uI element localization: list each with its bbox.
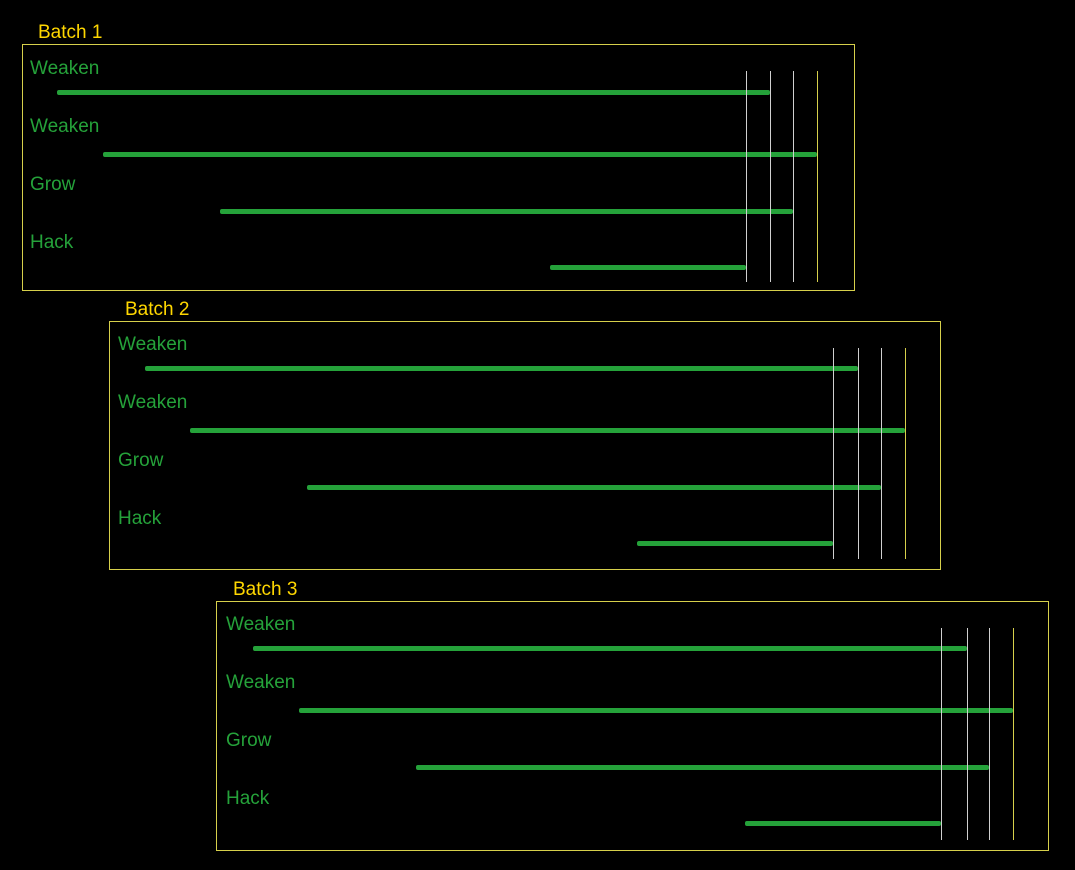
finish-time-line xyxy=(858,348,859,559)
task-bar-weaken xyxy=(190,428,905,433)
task-bar-hack xyxy=(637,541,833,546)
task-label-grow: Grow xyxy=(30,174,76,195)
task-label-weaken: Weaken xyxy=(30,58,100,79)
task-bar-weaken xyxy=(299,708,1013,713)
task-bar-weaken xyxy=(103,152,817,157)
batch-box xyxy=(22,44,855,291)
finish-time-line xyxy=(1013,628,1014,840)
task-bar-weaken xyxy=(253,646,967,651)
batch-title: Batch 3 xyxy=(233,579,298,600)
finish-time-line xyxy=(881,348,882,559)
task-label-weaken: Weaken xyxy=(226,672,296,693)
finish-time-line xyxy=(905,348,906,559)
task-label-hack: Hack xyxy=(30,232,74,253)
task-bar-grow xyxy=(220,209,793,214)
batch-title: Batch 1 xyxy=(38,22,103,43)
finish-time-line xyxy=(793,71,794,282)
task-label-hack: Hack xyxy=(118,508,162,529)
task-label-grow: Grow xyxy=(118,450,164,471)
task-bar-grow xyxy=(307,485,881,490)
finish-time-line xyxy=(817,71,818,282)
task-label-weaken: Weaken xyxy=(118,392,188,413)
finish-time-line xyxy=(989,628,990,840)
batch-box xyxy=(109,321,941,570)
finish-time-line xyxy=(770,71,771,282)
task-bar-grow xyxy=(416,765,989,770)
task-bar-weaken xyxy=(57,90,770,95)
task-label-grow: Grow xyxy=(226,730,272,751)
finish-time-line xyxy=(833,348,834,559)
batch-title: Batch 2 xyxy=(125,299,190,320)
task-label-weaken: Weaken xyxy=(30,116,100,137)
batch-box xyxy=(216,601,1049,851)
task-bar-weaken xyxy=(145,366,858,371)
finish-time-line xyxy=(746,71,747,282)
finish-time-line xyxy=(967,628,968,840)
finish-time-line xyxy=(941,628,942,840)
task-label-weaken: Weaken xyxy=(226,614,296,635)
task-bar-hack xyxy=(550,265,746,270)
task-label-weaken: Weaken xyxy=(118,334,188,355)
task-bar-hack xyxy=(745,821,941,826)
task-label-hack: Hack xyxy=(226,788,270,809)
